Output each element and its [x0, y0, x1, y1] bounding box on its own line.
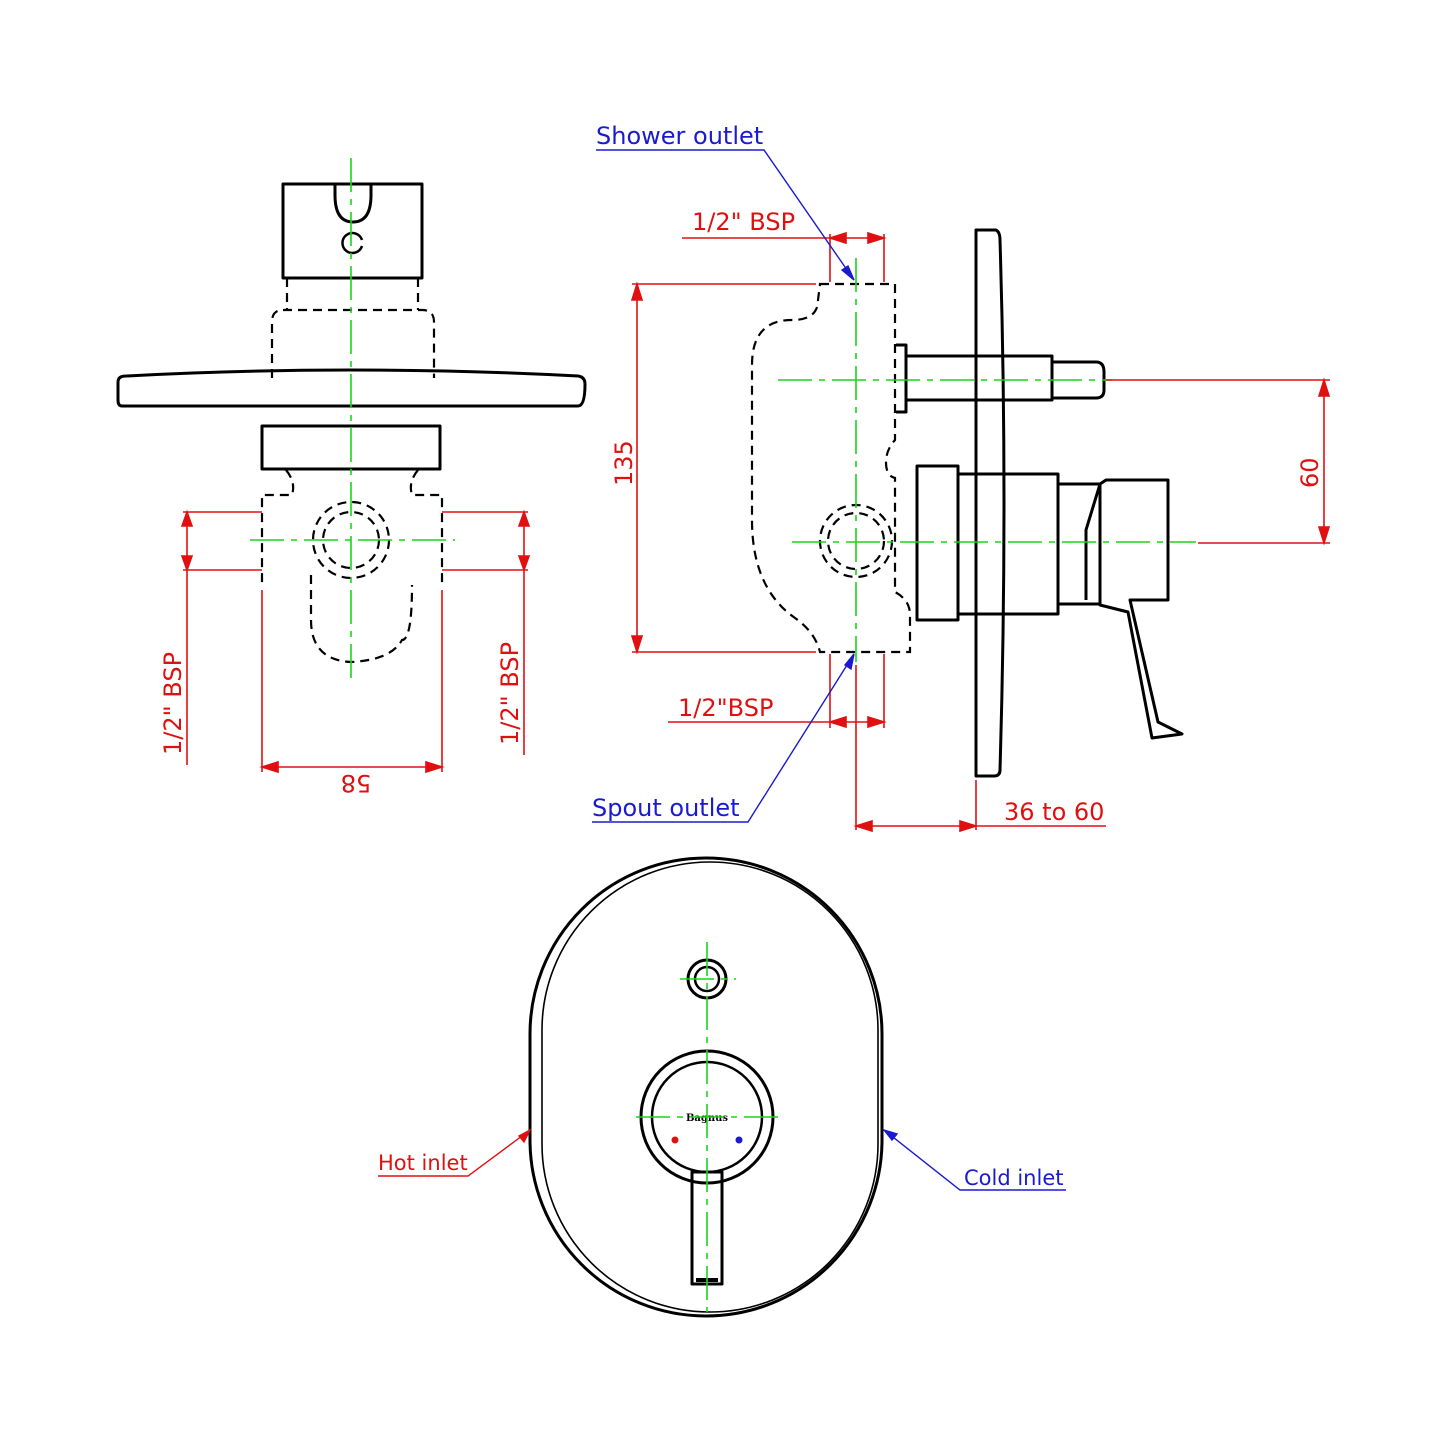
side-offset-label: 60	[1296, 457, 1324, 488]
side-top-thread-dim	[682, 234, 885, 282]
knob-pin	[341, 231, 364, 255]
front-width-label: 58	[341, 769, 372, 797]
hot-inlet-label: Hot inlet	[378, 1151, 468, 1175]
side-top-thread-label: 1/2" BSP	[692, 208, 795, 236]
side-bottom-thread-arrows	[827, 715, 887, 729]
wall-plate-side	[116, 368, 587, 408]
cold-inlet-leader	[883, 1129, 1066, 1191]
wall-plate-profile	[974, 228, 1006, 778]
hidden-valve-body	[750, 282, 912, 654]
side-elevation-view: Shower outlet Spout outlet 1/2" BSP 1/2"…	[592, 122, 1331, 833]
hidden-body	[260, 469, 444, 585]
front-left-thread-arrows	[180, 509, 194, 573]
hidden-spout-tube	[309, 575, 414, 664]
hidden-cartridge-top	[270, 308, 436, 378]
body-collar	[260, 424, 442, 471]
hidden-inlet-inner	[826, 511, 886, 571]
front-right-thread-arrows	[517, 509, 531, 573]
front-left-thread-dim	[183, 511, 262, 765]
side-height-dim	[632, 283, 816, 653]
side-height-arrows	[630, 281, 644, 655]
side-bottom-thread-label: 1/2"BSP	[678, 694, 773, 722]
side-offset-dim	[1106, 379, 1330, 544]
lever-handle-front	[690, 1170, 724, 1286]
front-width-dim	[261, 590, 443, 772]
front-right-thread-label: 1/2" BSP	[496, 642, 524, 745]
side-depth-dim	[855, 665, 1106, 830]
front-elevation-view: 1/2" BSP 1/2" BSP 58	[116, 158, 587, 797]
side-depth-label: 36 to 60	[1004, 798, 1104, 826]
front-width-arrows	[259, 760, 445, 774]
hot-inlet-leader	[378, 1129, 531, 1177]
front-right-thread-dim	[442, 511, 528, 755]
shower-outlet-label: Shower outlet	[596, 122, 763, 150]
lever-handle-wedge	[1084, 483, 1102, 600]
cartridge-block	[915, 464, 1060, 622]
shower-outlet-leader	[596, 149, 855, 281]
spout-outlet-arrow	[843, 653, 855, 671]
cold-inlet-arrow	[882, 1128, 899, 1142]
cold-indicator-dot	[735, 1136, 743, 1144]
cold-inlet-label: Cold inlet	[964, 1166, 1063, 1190]
side-height-label: 135	[610, 440, 638, 486]
face-plate-inner	[541, 861, 879, 1313]
shower-outlet-arrow	[840, 264, 855, 281]
knob-notch	[333, 184, 373, 224]
hidden-stem	[285, 278, 420, 310]
side-depth-arrows	[853, 819, 979, 833]
lever-handle-side	[1058, 478, 1184, 740]
diverter-knob	[281, 182, 424, 280]
front-face-view: Bagnus Hot inlet Cold inlet	[378, 856, 1066, 1318]
hot-inlet-arrow	[517, 1128, 532, 1144]
diverter-stem	[896, 343, 1106, 414]
front-left-thread-label: 1/2" BSP	[159, 652, 187, 755]
hot-indicator-dot	[671, 1136, 679, 1144]
face-plate-outer	[528, 856, 884, 1318]
spout-outlet-label: Spout outlet	[592, 794, 740, 822]
side-offset-arrows	[1317, 377, 1331, 546]
spout-outlet-leader	[592, 653, 855, 823]
side-top-thread-arrows	[827, 231, 887, 245]
